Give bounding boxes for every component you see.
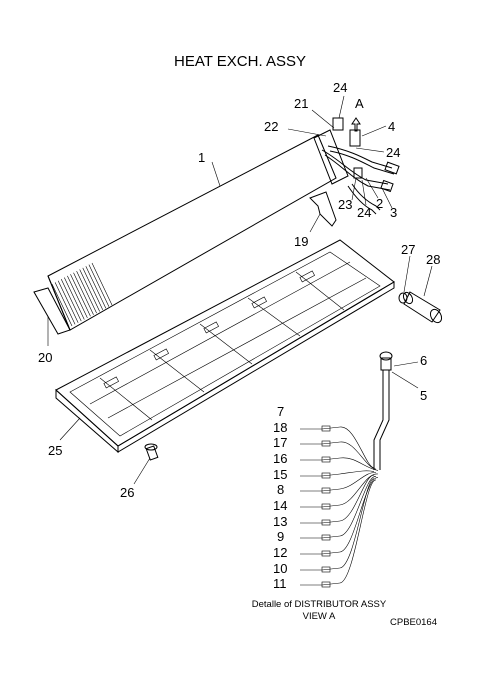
distributor-assy [300, 351, 393, 588]
label-part-18: 18 [273, 420, 287, 435]
label-part-11: 11 [273, 576, 287, 591]
label-view-a-marker: A [355, 96, 364, 111]
drain-pan [55, 239, 395, 454]
label-part-27: 27 [401, 242, 415, 257]
label-part-28: 28 [426, 252, 440, 267]
diagram-title: HEAT EXCH. ASSY [174, 53, 306, 70]
leader-lines [47, 95, 433, 485]
label-part-22: 22 [264, 119, 278, 134]
drawing-code: CPBE0164 [390, 617, 437, 628]
bracket-19 [309, 191, 337, 227]
caption-view-a: VIEW A [303, 611, 336, 622]
label-part-13: 13 [273, 514, 287, 529]
label-part-9: 9 [277, 529, 284, 544]
label-part-12: 12 [273, 545, 287, 560]
label-part-20: 20 [38, 350, 52, 365]
label-part-10: 10 [273, 561, 287, 576]
label-part-24-bottom: 24 [357, 205, 371, 220]
caption-distributor: Detalle of DISTRIBUTOR ASSY [252, 599, 387, 610]
label-part-21: 21 [294, 96, 308, 111]
label-part-23: 23 [338, 197, 352, 212]
distributor-labels: 7 18 17 16 15 8 14 13 9 12 10 11 [273, 404, 287, 591]
label-part-24-top: 24 [333, 80, 347, 95]
label-part-14: 14 [273, 498, 287, 513]
label-part-6: 6 [420, 353, 427, 368]
label-part-16: 16 [273, 451, 287, 466]
label-part-15: 15 [273, 467, 287, 482]
screw-26 [144, 443, 159, 461]
end-plate-20 [33, 287, 71, 335]
label-part-3: 3 [390, 205, 397, 220]
label-part-2: 2 [376, 196, 383, 211]
label-part-19: 19 [294, 234, 308, 249]
drain-hose-28 [402, 291, 443, 324]
label-part-7: 7 [277, 404, 284, 419]
heat-exchanger-coil [47, 129, 349, 331]
refrigerant-pipes [321, 117, 400, 215]
label-part-25: 25 [48, 443, 62, 458]
label-part-26: 26 [120, 485, 134, 500]
label-part-24-right: 24 [386, 145, 400, 160]
label-part-5: 5 [420, 388, 427, 403]
label-part-17: 17 [273, 435, 287, 450]
label-part-8: 8 [277, 482, 284, 497]
label-part-4: 4 [388, 119, 395, 134]
label-part-1: 1 [198, 150, 205, 165]
